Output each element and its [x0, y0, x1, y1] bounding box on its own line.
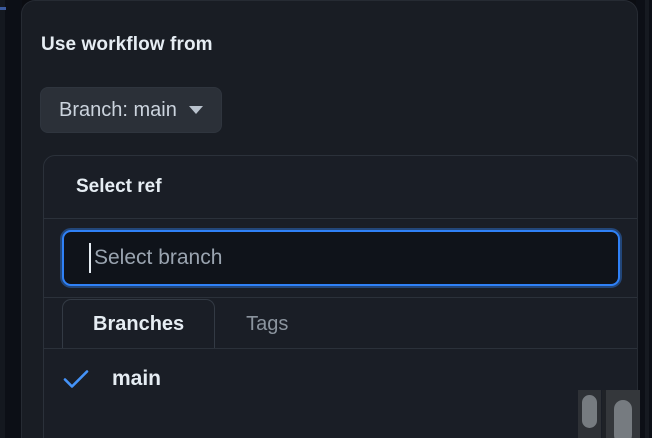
tab-branches[interactable]: Branches: [62, 299, 216, 350]
run-workflow-dialog: Use workflow from Branch: main Select re…: [21, 0, 638, 438]
panel-scrollbar[interactable]: [578, 390, 601, 438]
select-ref-panel: Select ref Branches Tags: [43, 155, 637, 438]
list-item[interactable]: main: [44, 356, 637, 402]
dialog-title: Use workflow from: [41, 34, 213, 55]
page-edge-left: [0, 0, 5, 438]
branch-list: main: [44, 349, 637, 402]
tab-tags-label: Tags: [246, 313, 289, 335]
accent-line: [0, 7, 6, 10]
chevron-down-icon: [188, 106, 203, 114]
branch-select-label: Branch: main: [59, 98, 177, 121]
check-icon: [62, 368, 90, 390]
scrollbar-divider: [602, 390, 606, 438]
branch-select-button[interactable]: Branch: main: [40, 87, 222, 133]
tab-branches-label: Branches: [93, 313, 185, 335]
page-backdrop-left: [0, 0, 22, 438]
select-ref-search-row: [44, 219, 637, 298]
text-cursor: [89, 243, 91, 273]
ref-type-tabs: Branches Tags: [44, 298, 637, 350]
search-field-wrapper: [60, 228, 622, 288]
page-scrollbar[interactable]: [606, 390, 640, 438]
tabs-underline: [44, 348, 637, 349]
tab-tags[interactable]: Tags: [215, 299, 319, 349]
select-ref-title: Select ref: [76, 176, 162, 197]
list-item-label: main: [112, 367, 162, 390]
ref-search-input[interactable]: [60, 228, 622, 288]
page-edge-right: [645, 0, 649, 438]
select-ref-header: Select ref: [44, 156, 637, 219]
page-backdrop-right: [636, 0, 652, 438]
panel-scrollbar-thumb[interactable]: [582, 395, 597, 428]
page-scrollbar-thumb[interactable]: [614, 400, 632, 438]
